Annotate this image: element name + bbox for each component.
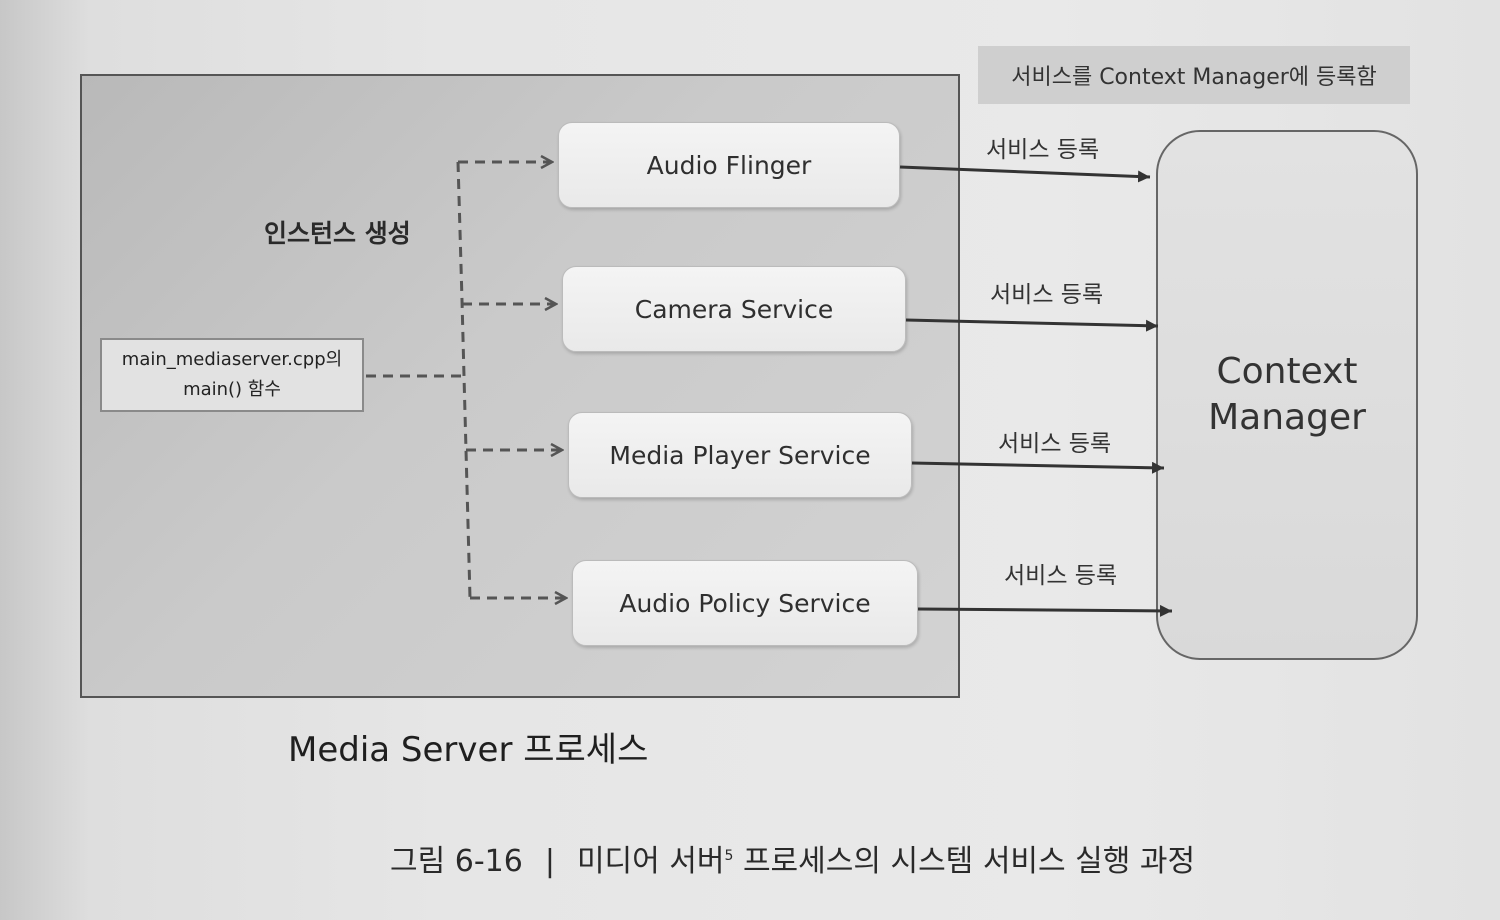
service-box-audio-flinger: Audio Flinger (558, 122, 900, 208)
context-manager-box: Context Manager (1156, 130, 1418, 660)
instance-creation-label: 인스턴스 생성 (264, 219, 411, 248)
context-manager-line2: Manager (1208, 397, 1366, 438)
register-label-2: 서비스 등록 (990, 282, 1104, 308)
register-arrow-3 (911, 461, 1165, 474)
register-label-3: 서비스 등록 (998, 431, 1112, 457)
main-function-box: main_mediaserver.cpp의 main() 함수 (100, 338, 364, 412)
register-note: 서비스를 Context Manager에 등록함 (978, 46, 1410, 104)
service-name: Camera Service (634, 294, 834, 324)
service-box-audio-policy-service: Audio Policy Service (572, 560, 918, 646)
caption-text-after: 프로세스의 시스템 서비스 실행 과정 (733, 844, 1196, 879)
service-name: Media Player Service (609, 440, 871, 470)
service-name: Audio Policy Service (619, 588, 871, 618)
register-arrow-4 (917, 604, 1173, 617)
caption-separator: | (544, 844, 555, 879)
figure-caption: 그림 6-16 | 미디어 서버5 프로세스의 시스템 서비스 실행 과정 (390, 836, 1195, 880)
register-arrow-1 (899, 165, 1151, 183)
main-function-line2: main() 함수 (183, 379, 281, 400)
caption-text-before: 미디어 서버 (576, 844, 725, 879)
caption-figure-number: 그림 6-16 (390, 844, 523, 879)
dashed-trunk (456, 161, 472, 599)
process-label: Media Server 프로세스 (288, 730, 649, 770)
caption-footnote: 5 (724, 848, 734, 864)
register-arrow-2 (905, 318, 1159, 332)
register-label-4: 서비스 등록 (1004, 563, 1118, 589)
register-label-1: 서비스 등록 (986, 137, 1100, 163)
context-manager-line1: Context (1216, 351, 1358, 392)
service-name: Audio Flinger (646, 150, 812, 180)
service-box-camera-service: Camera Service (562, 266, 906, 352)
service-box-media-player-service: Media Player Service (568, 412, 912, 498)
main-function-line1: main_mediaserver.cpp의 (121, 349, 343, 370)
